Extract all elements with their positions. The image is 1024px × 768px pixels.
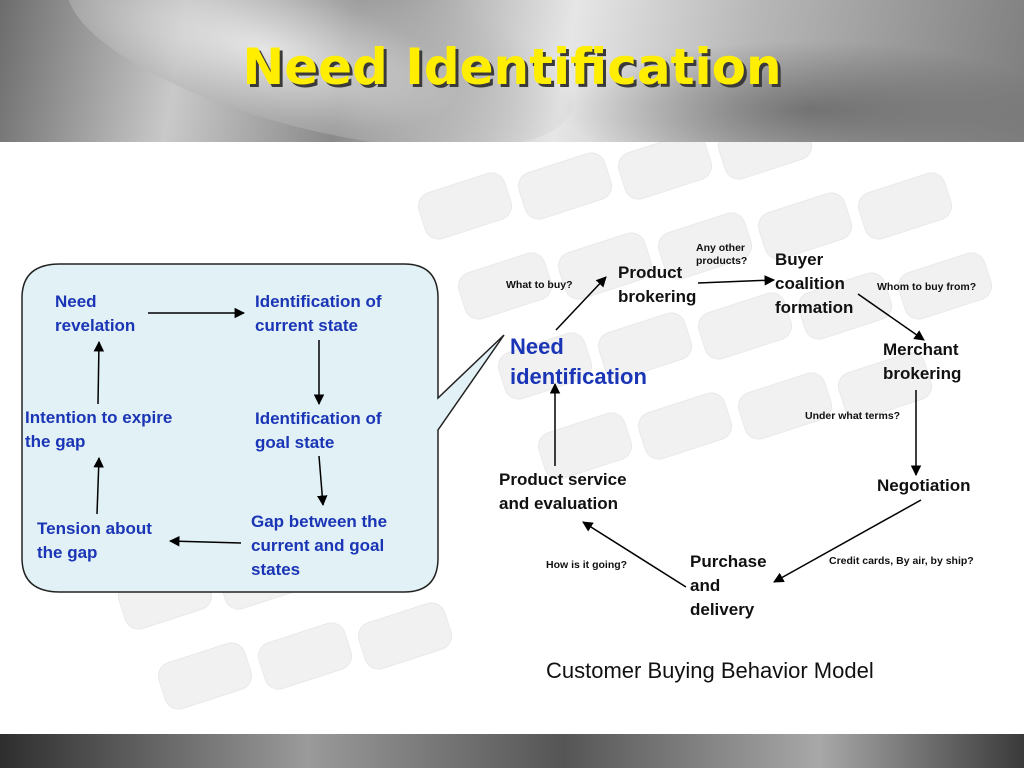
arrow-goal-to-gap [316,455,328,507]
header-photo-band [0,0,1024,142]
arrow-gap-to-tension [168,536,242,547]
diagram-caption: Customer Buying Behavior Model [546,658,874,683]
arrow-product-to-coalition [697,275,776,286]
question-whom: Whom to buy from? [877,281,977,293]
tension-node: Tension about the gap [37,519,152,562]
arrow-negotiation-to-purchase [773,499,922,583]
arrow-purchase-to-service [582,521,687,588]
negotiation-node: Negotiation [877,476,971,495]
identification-goal-node: Identification of goal state [255,409,382,452]
footer-photo-band [0,734,1024,768]
purchase-delivery-node: Purchase and delivery [690,552,767,619]
question-credit: Credit cards, By air, by ship? [829,555,974,567]
question-how-going: How is it going? [546,559,628,571]
identification-current-node: Identification of current state [255,292,382,335]
gap-node: Gap between the current and goal states [251,512,388,579]
callout-box [21,263,505,593]
arrow-need-to-product [555,276,607,331]
buyer-coalition-node: Buyer coalition formation [775,250,854,317]
arrow-intention-to-need [93,340,105,405]
question-what-to-buy: What to buy? [506,279,573,291]
arrow-coalition-to-merchant [857,293,925,341]
need-revelation-node: Need revelation [55,292,136,335]
question-any-other: Any other products? [696,242,748,267]
merchant-brokering-node: Merchant brokering [883,340,962,383]
page-title: Need Identification [242,38,782,96]
product-brokering-node: Product brokering [618,263,697,306]
need-identification-node: Need identification [510,334,647,389]
product-service-node: Product service and evaluation [499,470,627,513]
intention-node: Intention to expire the gap [25,408,173,451]
arrow-tension-to-intention [93,456,104,515]
question-terms: Under what terms? [805,410,901,422]
